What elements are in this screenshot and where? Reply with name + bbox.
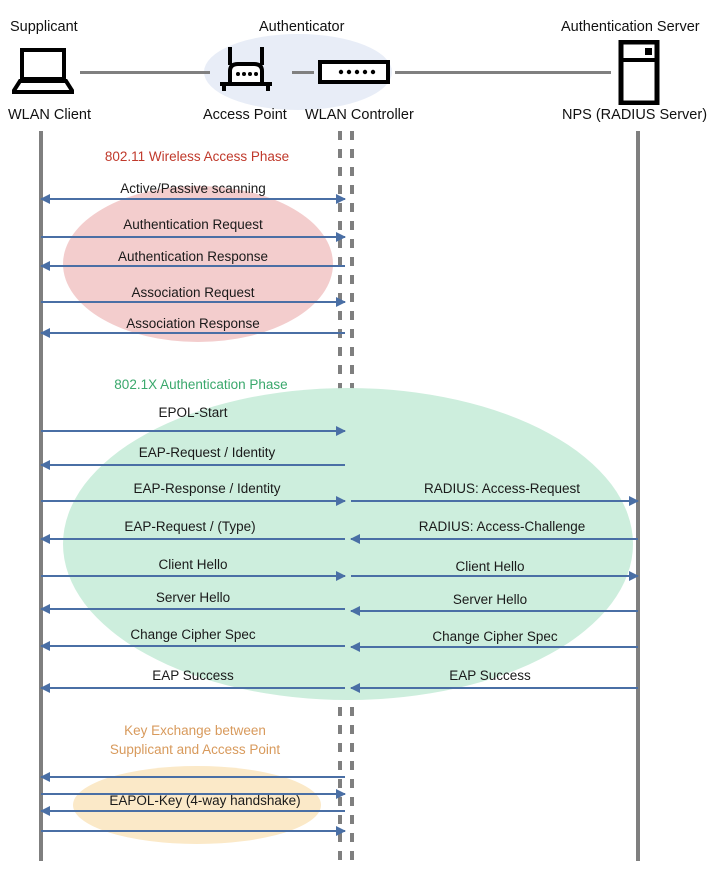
phase-title-key-exchange: Key Exchange between Supplicant and Acce… — [75, 721, 315, 759]
message-label-eap-response-identity: EAP-Response / Identity — [133, 481, 281, 496]
role-label-authentication-server: Authentication Server — [561, 19, 700, 35]
role-label-supplicant: Supplicant — [10, 19, 78, 35]
node-label-access-point: Access Point — [203, 107, 287, 123]
message-label-eap-success-right: EAP Success — [449, 668, 531, 683]
connector-controller-to-server — [395, 71, 611, 74]
message-label-eap-request-type: EAP-Request / (Type) — [124, 519, 256, 534]
wlan-controller-icon — [318, 60, 390, 89]
server-rack-icon — [618, 39, 660, 110]
phase-title-key-exchange-line2: Supplicant and Access Point — [109, 742, 281, 757]
role-label-authenticator: Authenticator — [259, 19, 345, 35]
message-label-client-hello-right: Client Hello — [455, 559, 525, 574]
phase-ellipse-dot1x-authentication — [63, 388, 633, 700]
message-label-authentication-response: Authentication Response — [117, 249, 269, 264]
connector-ap-to-controller — [292, 71, 314, 74]
message-label-server-hello-right: Server Hello — [452, 592, 528, 607]
connector-client-to-ap — [80, 71, 210, 74]
message-label-association-request: Association Request — [131, 285, 255, 300]
node-label-nps-radius-server: NPS (RADIUS Server) — [562, 107, 708, 123]
message-label-authentication-request: Authentication Request — [123, 217, 263, 232]
message-label-change-cipher-spec-left: Change Cipher Spec — [130, 627, 256, 642]
message-label-active-passive-scanning: Active/Passive scanning — [120, 181, 266, 196]
phase-title-key-exchange-line1: Key Exchange between — [124, 723, 266, 738]
message-label-client-hello-left: Client Hello — [158, 557, 228, 572]
phase-title-dot1x-authentication: 802.1X Authentication Phase — [114, 377, 288, 392]
message-label-radius-access-challenge: RADIUS: Access-Challenge — [418, 519, 586, 534]
wireless-access-point-icon — [216, 46, 276, 99]
lifeline-supplicant — [39, 131, 43, 861]
laptop-icon — [9, 48, 77, 99]
message-label-change-cipher-spec-right: Change Cipher Spec — [432, 629, 558, 644]
node-label-wlan-controller: WLAN Controller — [305, 107, 414, 123]
message-label-association-response: Association Response — [126, 316, 260, 331]
message-label-eap-request-identity: EAP-Request / Identity — [138, 445, 276, 460]
message-label-eapol-key-4way-handshake: EAPOL-Key (4-way handshake) — [109, 793, 301, 808]
node-label-wlan-client: WLAN Client — [8, 107, 91, 123]
message-label-server-hello-left: Server Hello — [155, 590, 231, 605]
message-label-eap-success-left: EAP Success — [152, 668, 234, 683]
message-label-radius-access-request: RADIUS: Access-Request — [423, 481, 581, 496]
message-label-epol-start: EPOL-Start — [158, 405, 228, 420]
phase-ellipse-wireless-access — [63, 186, 333, 342]
phase-title-wireless-access: 802.11 Wireless Access Phase — [104, 149, 290, 164]
